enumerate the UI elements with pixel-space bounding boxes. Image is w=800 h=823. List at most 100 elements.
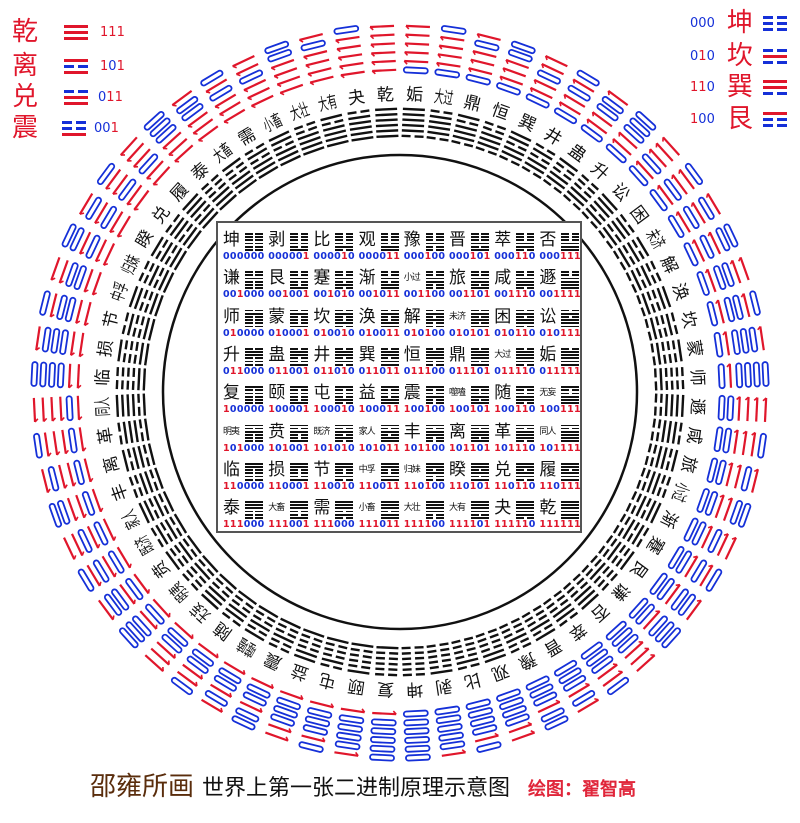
hexagram-name: 明夷 [223,426,240,437]
digit-zero [572,690,596,707]
hexagram-icon [498,617,532,654]
hexagram-icon [293,120,325,156]
digit-one [187,111,208,128]
hexagram-icon [290,347,309,366]
circle-hexagram: 涣 [636,257,750,317]
hexagram-icon [290,233,309,251]
digit-one [66,462,75,487]
trigram-code: 011 [98,89,123,105]
digit-zero [732,294,744,320]
digit-zero [404,736,430,744]
digit-one [371,59,396,64]
hexagram-icon [625,490,662,524]
circle-hexagram: 复 [369,645,399,762]
hexagram-name: 归妹 [118,252,144,278]
hexagram-name: 咸 [494,268,512,289]
hexagram-name: 井 [313,344,331,365]
digit-one [664,584,681,605]
binary-code: 000000 [223,251,265,262]
digit-zero [596,103,619,122]
trigram-icon [762,15,787,31]
hexagram-icon [138,490,175,524]
legend-item: 100 艮 [690,106,787,132]
legend-item: 兑 011 [12,84,123,110]
digit-zero [143,110,165,131]
hexagram-icon [561,386,580,404]
binary-code-marks [299,32,334,86]
digit-one [699,564,714,587]
digit-one [299,32,323,41]
digit-zero [434,705,461,716]
digit-zero [264,40,290,55]
digit-zero [107,550,125,574]
binary-code: 100100 [403,404,446,416]
binary-code-marks [265,690,304,742]
hexagram-icon [335,309,354,328]
binary-code: 110111 [539,480,581,492]
digit-one [685,599,703,621]
digit-one [642,610,661,630]
digit-one [91,488,102,513]
binary-code: 010101 [449,327,491,339]
digit-zero [33,432,43,459]
digit-zero [307,707,333,719]
binary-code-marks [33,427,87,459]
digit-one [405,24,430,29]
digit-one [338,53,363,59]
digit-zero [691,521,707,546]
digit-zero [705,568,723,592]
digit-one [133,573,150,595]
digit-one [76,364,81,389]
hexagram-icon [561,309,580,328]
digit-one [78,427,85,452]
digit-zero [56,362,65,389]
hexagram-icon [335,462,354,481]
digit-one [251,676,274,690]
circle-hexagram: 遯 [653,393,768,422]
trigram-name: 离 [12,51,39,81]
binary-code: 101011 [358,442,401,454]
hexagram-name: 师 [223,306,240,327]
binary-code-marks [402,709,431,762]
digit-zero [438,731,464,742]
hexagram-name: 小过 [403,273,421,284]
hexagram-name: 巽 [358,344,376,365]
digit-zero [334,740,361,751]
digit-zero [336,731,362,742]
binary-code: 100111 [539,404,581,416]
hexagram-icon [245,386,263,404]
digit-one [247,86,270,100]
binary-code: 000110 [494,251,536,262]
hexagram-icon [471,271,489,290]
digit-one [716,533,730,557]
binary-code: 000100 [403,251,446,262]
digit-one [279,83,304,94]
digit-zero [59,329,69,355]
digit-one [728,363,733,388]
circle-hexagram: 蒙 [650,325,765,366]
digit-zero [434,68,461,79]
binary-code-marks [496,688,535,742]
binary-code: 101010 [313,442,355,454]
hexagram-icon [200,573,238,610]
digit-zero [50,328,61,354]
hexagram-icon [425,233,444,251]
digit-zero [553,659,578,677]
hexagram-name: 姤 [406,85,424,106]
hexagram-name: 节 [313,459,331,480]
digit-one [607,89,629,107]
digit-one [43,432,50,457]
hexagram-icon [498,130,532,167]
binary-code-marks [580,641,630,696]
digit-zero [77,528,93,553]
digit-one [59,396,63,421]
digit-one [335,35,360,42]
digit-one [78,192,94,215]
digit-one [144,654,164,673]
hexagram-name: 中孚 [358,464,376,475]
digit-zero [218,667,242,685]
digit-one [370,33,395,37]
digit-zero [713,426,724,453]
